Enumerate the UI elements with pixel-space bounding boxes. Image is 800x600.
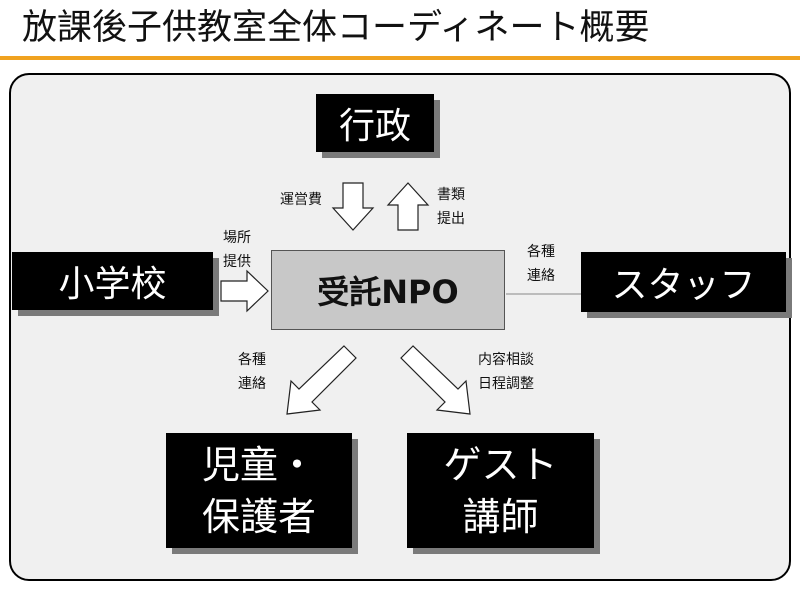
- node-center-label: 受託NPO: [317, 273, 459, 311]
- node-school-label: 小学校: [58, 264, 167, 305]
- node-center: 受託NPO: [271, 250, 505, 330]
- edge-label-documents: 書類 提出: [437, 183, 465, 231]
- edge-label-children-line1: 各種: [238, 352, 266, 368]
- edge-label-guest-line2: 日程調整: [478, 376, 534, 392]
- edge-label-funding-text: 運営費: [280, 192, 322, 208]
- edge-label-staff-line2: 連絡: [527, 268, 555, 284]
- edge-label-children-line2: 連絡: [238, 376, 266, 392]
- edge-label-children: 各種 連絡: [238, 348, 266, 396]
- arrow-down-funding: [331, 182, 375, 231]
- node-children: 児童・ 保護者: [166, 433, 352, 548]
- node-guest: ゲスト 講師: [407, 433, 594, 548]
- arrow-up-documents: [386, 182, 430, 231]
- node-children-line2: 保護者: [201, 494, 316, 539]
- node-guest-line1: ゲスト: [443, 442, 558, 487]
- edge-label-documents-line1: 書類: [437, 187, 465, 203]
- arrow-right-venue: [220, 269, 269, 313]
- edge-label-funding: 運営費: [280, 188, 322, 212]
- node-school: 小学校: [12, 252, 213, 310]
- edge-label-venue-line1: 場所: [223, 230, 251, 246]
- node-gyosei-label: 行政: [338, 106, 411, 147]
- edge-label-venue-line2: 提供: [223, 254, 251, 270]
- edge-label-staff-line1: 各種: [527, 244, 555, 260]
- node-gyosei: 行政: [316, 94, 434, 152]
- edge-label-staff: 各種 連絡: [527, 240, 555, 288]
- edge-label-guest-line1: 内容相談: [478, 352, 534, 368]
- arrow-diag-guest: [400, 345, 471, 415]
- title-underline: [0, 56, 800, 60]
- node-staff-label: スタッフ: [611, 265, 756, 306]
- edge-label-documents-line2: 提出: [437, 211, 465, 227]
- node-guest-line2: 講師: [462, 494, 539, 539]
- arrow-diag-children: [286, 345, 357, 415]
- page-title: 放課後子供教室全体コーディネート概要: [22, 8, 650, 48]
- edge-label-guest: 内容相談 日程調整: [478, 348, 534, 396]
- edge-label-venue: 場所 提供: [223, 226, 251, 274]
- node-children-line1: 児童・: [201, 442, 316, 487]
- node-staff: スタッフ: [581, 252, 786, 312]
